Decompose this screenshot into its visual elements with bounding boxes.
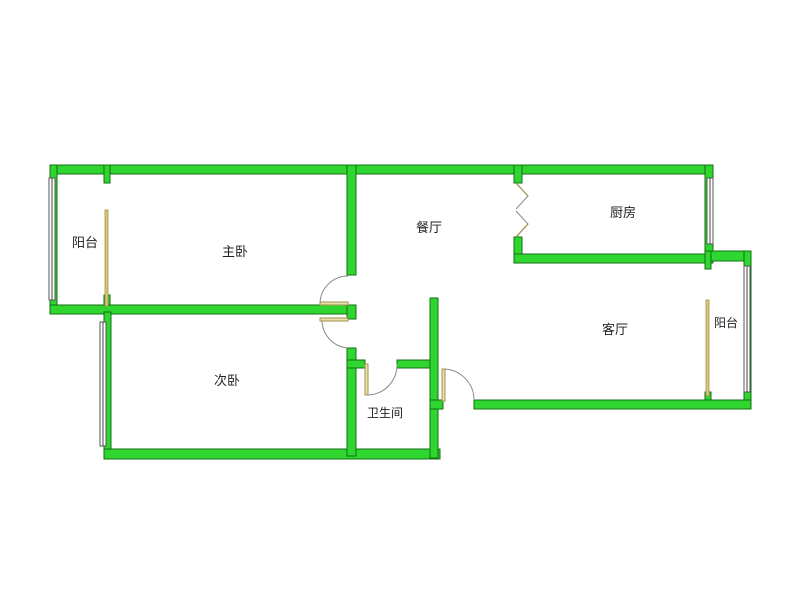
door-bathroom bbox=[364, 363, 398, 396]
wall-master-dining-bottom bbox=[346, 304, 357, 320]
wall-kitchen-left-top bbox=[513, 164, 523, 184]
wall-top bbox=[49, 164, 713, 175]
sliding-door-balcony-west bbox=[104, 209, 109, 307]
room-label-kitchen: 厨房 bbox=[610, 205, 636, 221]
wall-balcony-divider-top bbox=[103, 164, 111, 184]
door-master-bedroom bbox=[319, 275, 349, 306]
room-label-balcony-west: 阳台 bbox=[72, 236, 98, 251]
wall-bedroom-divider bbox=[49, 304, 357, 315]
wall-kitchen-bottom bbox=[513, 253, 713, 264]
room-label-master-bedroom: 主卧 bbox=[222, 245, 248, 260]
sliding-door-balcony-east bbox=[705, 299, 710, 397]
wall-master-dining-top bbox=[346, 164, 357, 276]
door-entrance bbox=[441, 368, 475, 402]
room-label-balcony-east: 阳台 bbox=[714, 315, 738, 330]
wall-living-bottom bbox=[473, 399, 752, 410]
door-second-bedroom bbox=[319, 317, 349, 349]
wall-second-bedroom-right bbox=[346, 347, 357, 457]
window-second-bedroom bbox=[99, 321, 107, 447]
wall-bottom bbox=[103, 448, 441, 460]
doors bbox=[319, 182, 529, 402]
sliding-doors bbox=[104, 209, 710, 397]
window-balcony-east bbox=[743, 265, 751, 393]
window-kitchen bbox=[706, 177, 714, 245]
windows bbox=[48, 177, 751, 447]
wall-bath-top-left bbox=[346, 359, 366, 369]
room-label-dining-room: 餐厅 bbox=[416, 220, 442, 236]
wall-bath-right bbox=[429, 297, 439, 459]
room-label-bathroom: 卫生间 bbox=[367, 406, 403, 420]
room-labels: 阳台 主卧 餐厅 厨房 客厅 阳台 次卧 卫生间 bbox=[72, 205, 738, 420]
wall-living-bottom-left bbox=[429, 399, 444, 410]
wall-balcony-east-divider-top bbox=[704, 250, 712, 270]
room-label-living-room: 客厅 bbox=[602, 322, 628, 338]
window-balcony-west bbox=[48, 177, 56, 301]
door-kitchen-folding bbox=[515, 182, 529, 238]
room-label-second-bedroom: 次卧 bbox=[214, 373, 240, 389]
